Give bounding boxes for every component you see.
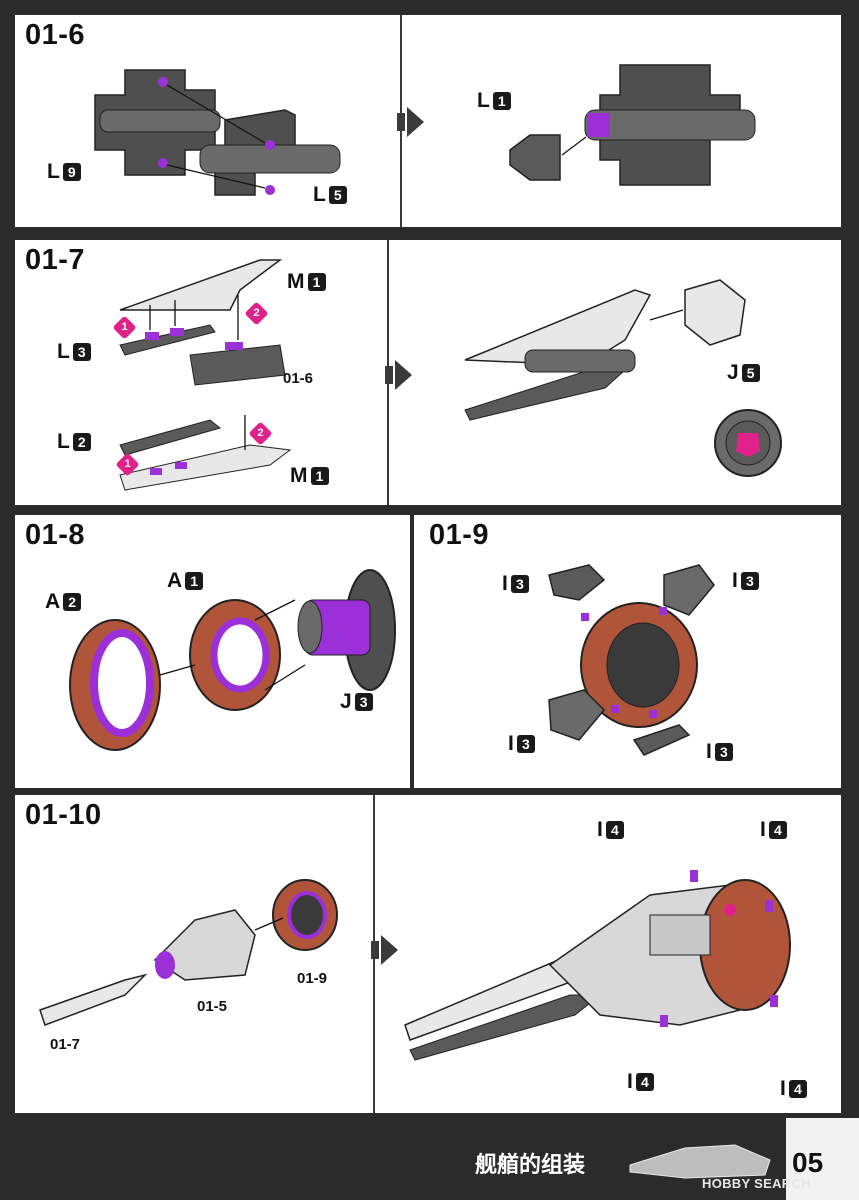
section-title: 舰艏的组装 — [475, 1153, 586, 1178]
part-label-i4-bottom-right: I 4 — [780, 1077, 807, 1101]
part-number: 2 — [63, 593, 82, 611]
part-letter: M — [287, 270, 305, 293]
step-panel-01-9: 01-9 I 3 I 3 I 3 I 3 — [414, 515, 841, 788]
part-illustration-01-7-assembled — [464, 279, 746, 421]
part-letter: I — [502, 572, 508, 595]
part-label-a2: A 2 — [45, 590, 82, 614]
number-badge-icon: 1 — [115, 452, 140, 477]
badge-text: 2 — [253, 307, 260, 319]
part-letter: L — [313, 183, 326, 206]
part-letter: L — [57, 430, 70, 453]
subassembly-ref-01-9: 01-9 — [297, 970, 328, 987]
step-panel-01-8: 01-8 A 2 A 1 J 3 — [15, 515, 410, 788]
part-label-m1-bottom: M 1 — [290, 464, 329, 488]
badge-text: 1 — [121, 321, 128, 333]
part-label-m1-top: M 1 — [287, 270, 326, 294]
part-label-i4-bottom-left: I 4 — [627, 1070, 654, 1094]
step-panel-01-6: 01-6 L 9 L 5 L 1 — [15, 15, 841, 227]
part-letter: A — [45, 590, 61, 613]
part-label-l1: L 1 — [477, 89, 511, 113]
part-label-l5: L 5 — [313, 183, 347, 207]
part-number: 1 — [307, 273, 326, 291]
step-title: 01-9 — [429, 519, 490, 551]
part-label-i3-top-right: I 3 — [732, 569, 759, 593]
part-illustration-j5-back — [714, 409, 782, 477]
part-label-j3: J 3 — [340, 690, 373, 714]
part-label-j5: J 5 — [727, 361, 760, 385]
part-illustration-01-10-exploded — [39, 879, 338, 1026]
part-number: 5 — [741, 364, 760, 382]
part-label-l9: L 9 — [47, 160, 81, 184]
part-label-i4-top-left: I 4 — [597, 818, 624, 842]
part-illustration-l1-assembled — [509, 64, 756, 186]
step-panel-01-7: 01-7 M 1 L 3 L 2 M 1 01-6 1 2 1 2 — [15, 240, 841, 505]
badge-text: 2 — [257, 427, 264, 439]
part-number: 3 — [354, 693, 373, 711]
watermark: HOBBY SEARCH — [702, 1176, 811, 1191]
part-illustration-01-10-assembled — [404, 870, 791, 1061]
badge-text: 1 — [124, 458, 131, 470]
step-title: 01-7 — [25, 244, 86, 276]
part-number: 3 — [72, 343, 91, 361]
part-number: 1 — [185, 572, 204, 590]
part-label-i3-bottom-left: I 3 — [508, 732, 535, 756]
subassembly-ref-01-7: 01-7 — [50, 1036, 81, 1053]
part-label-l2: L 2 — [57, 430, 91, 454]
part-number: 4 — [768, 821, 787, 839]
part-number: 3 — [510, 575, 529, 593]
part-illustration-l9-l5 — [94, 69, 341, 196]
step-title: 01-10 — [25, 799, 102, 831]
part-letter: L — [47, 160, 60, 183]
part-letter: I — [597, 818, 603, 841]
part-number: 4 — [635, 1073, 654, 1091]
step-title: 01-6 — [25, 19, 86, 51]
part-number: 3 — [714, 743, 733, 761]
page-number: 05 — [792, 1147, 824, 1178]
part-letter: I — [780, 1077, 786, 1100]
part-illustration-01-8 — [69, 569, 396, 751]
part-letter: J — [727, 361, 739, 384]
part-label-i3-bottom-right: I 3 — [706, 740, 733, 764]
part-label-i4-top-right: I 4 — [760, 818, 787, 842]
page-number-box — [786, 1118, 859, 1200]
part-label-l3: L 3 — [57, 340, 91, 364]
number-badge-icon: 2 — [244, 301, 269, 326]
part-letter: M — [290, 464, 308, 487]
step-title: 01-8 — [25, 519, 86, 551]
subassembly-ref-01-6: 01-6 — [283, 370, 314, 387]
part-letter: L — [57, 340, 70, 363]
part-letter: J — [340, 690, 352, 713]
subassembly-ref-01-5: 01-5 — [197, 998, 228, 1015]
part-illustration-01-7-exploded — [119, 259, 292, 491]
bow-assembly-thumbnail-icon — [629, 1144, 771, 1179]
part-number: 5 — [328, 186, 347, 204]
part-letter: I — [508, 732, 514, 755]
step-arrow-icon — [397, 107, 424, 137]
part-label-i3-top-left: I 3 — [502, 572, 529, 596]
step-panel-01-10: 01-10 01-9 01-5 01-7 I 4 I 4 I 4 I 4 — [15, 795, 841, 1113]
part-illustration-01-9 — [548, 564, 715, 756]
part-letter: I — [732, 569, 738, 592]
part-number: 4 — [788, 1080, 807, 1098]
part-number: 3 — [740, 572, 759, 590]
part-number: 4 — [605, 821, 624, 839]
part-number: 2 — [72, 433, 91, 451]
part-letter: A — [167, 569, 183, 592]
part-number: 1 — [310, 467, 329, 485]
step-arrow-icon — [371, 935, 398, 965]
part-number: 9 — [62, 163, 81, 181]
part-letter: I — [627, 1070, 633, 1093]
part-label-a1: A 1 — [167, 569, 204, 593]
part-letter: I — [706, 740, 712, 763]
part-letter: I — [760, 818, 766, 841]
number-badge-icon: 2 — [248, 421, 273, 446]
part-number: 1 — [492, 92, 511, 110]
number-badge-icon: 1 — [112, 315, 137, 340]
step-arrow-icon — [385, 360, 412, 390]
part-letter: L — [477, 89, 490, 112]
part-number: 3 — [516, 735, 535, 753]
